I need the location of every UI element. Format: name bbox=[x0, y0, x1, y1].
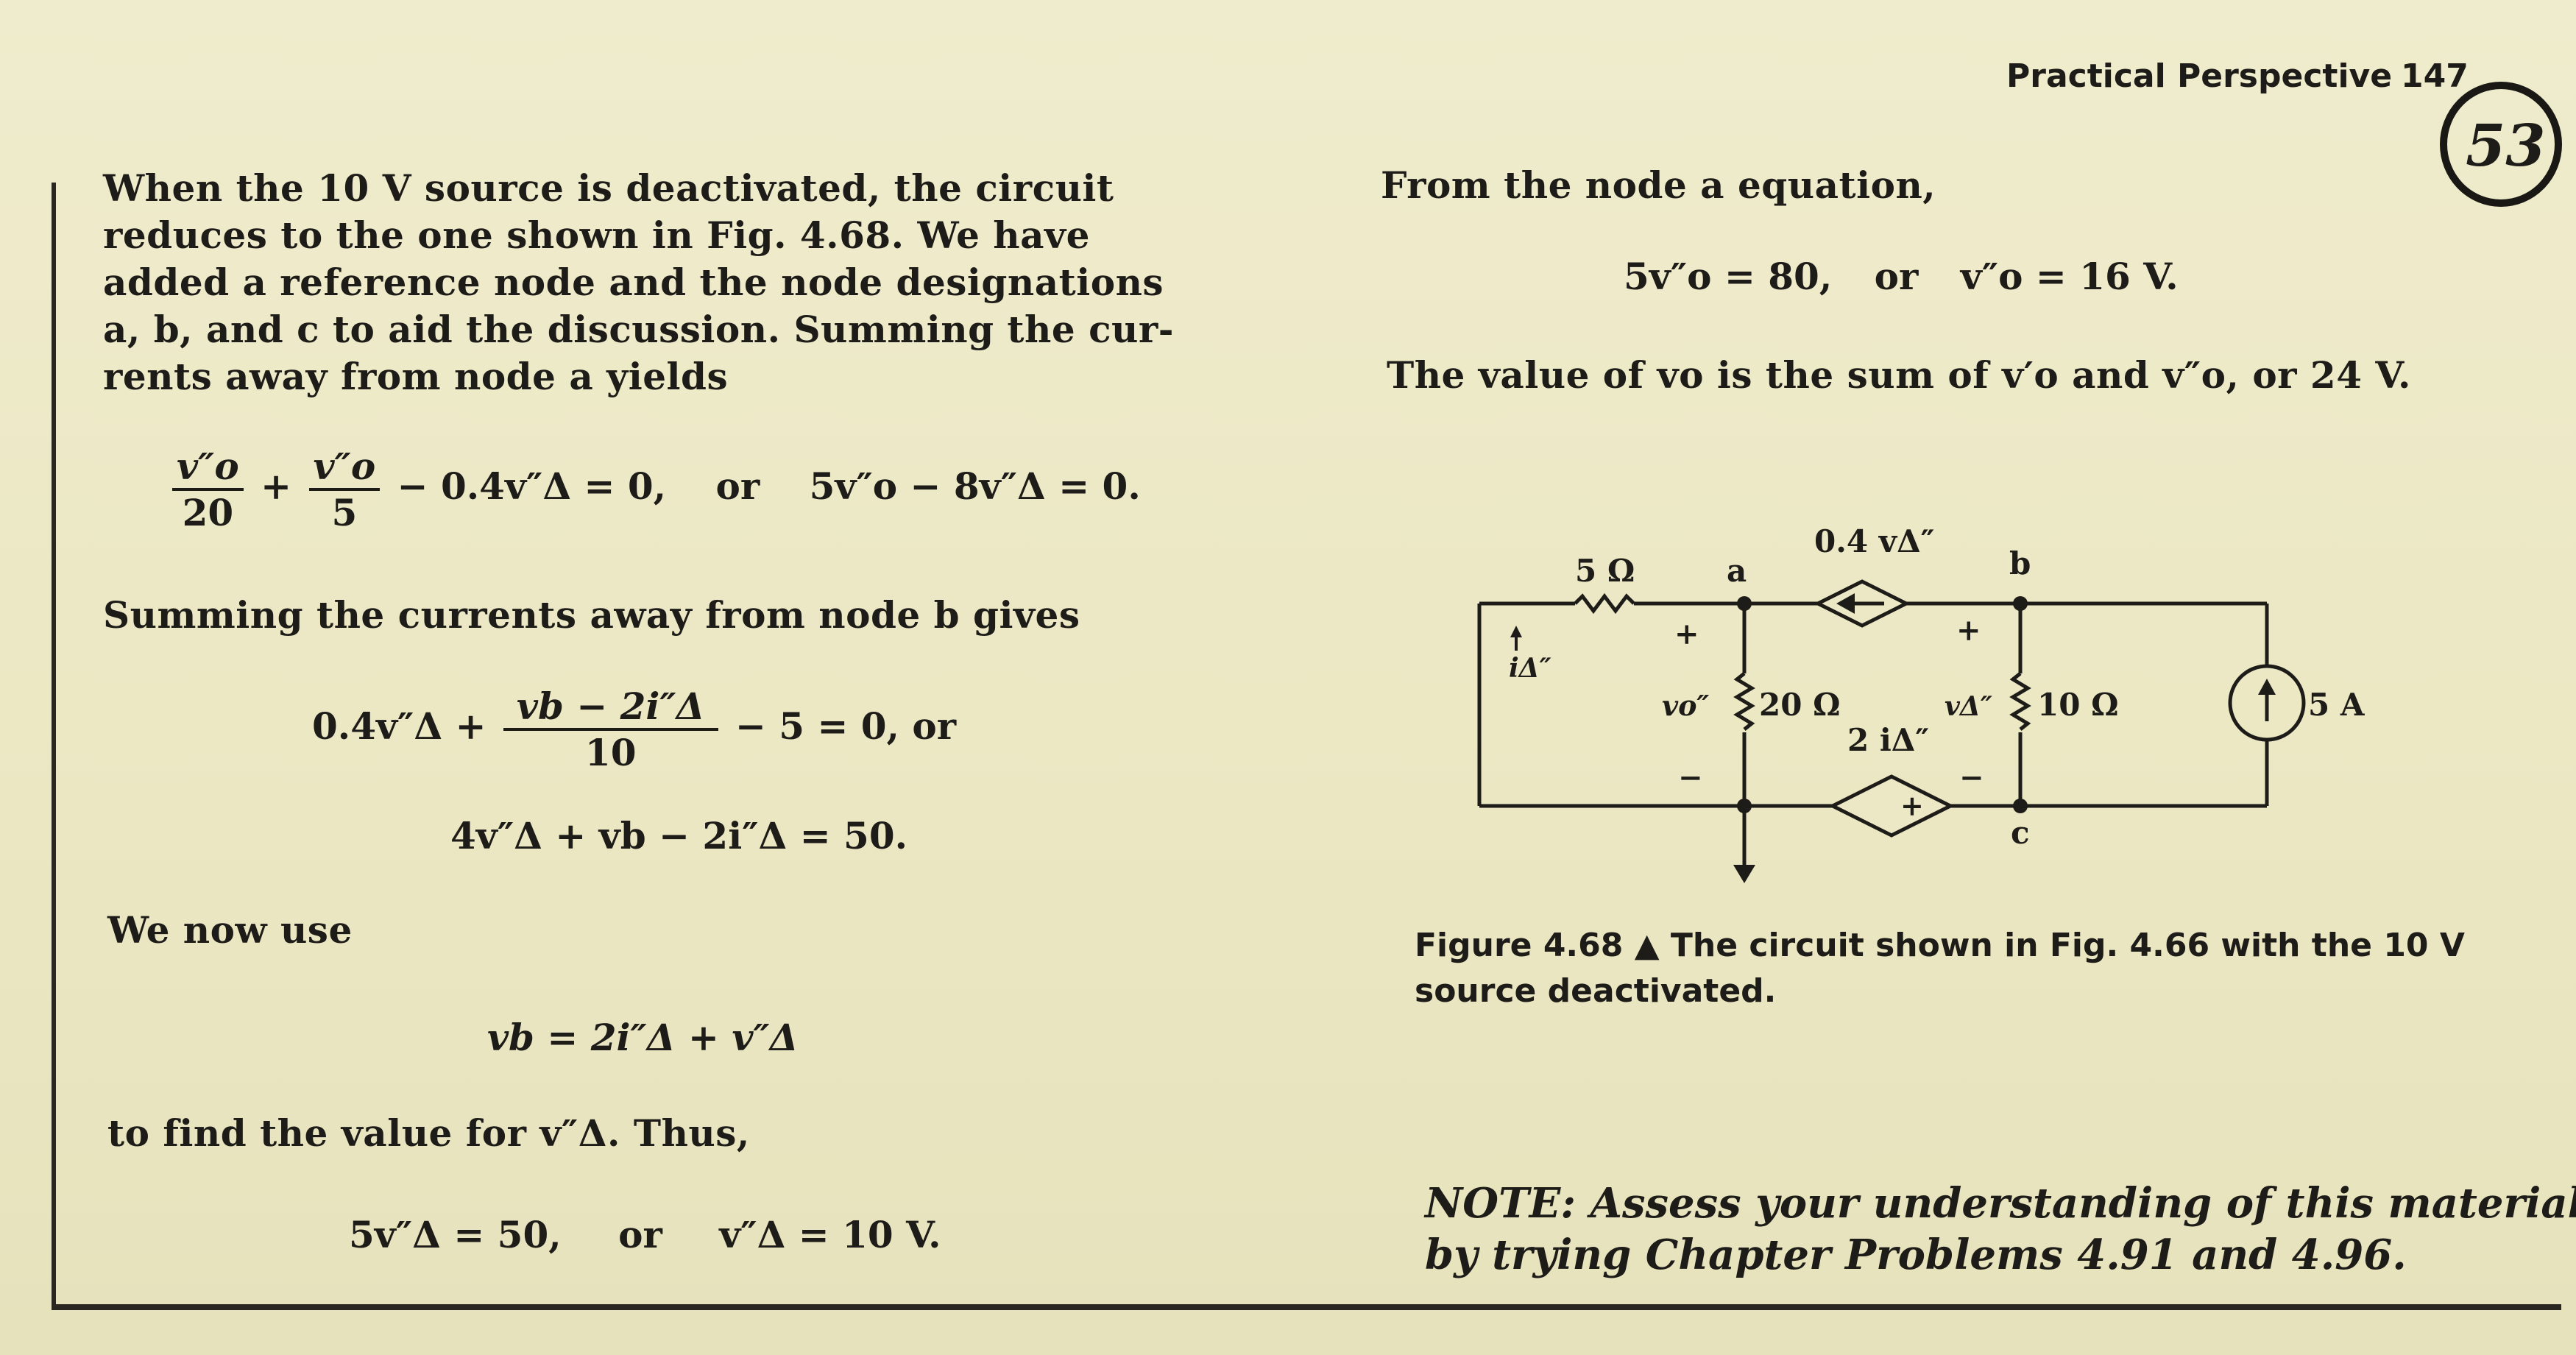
equation-4: vb = 2i″Δ + v″Δ bbox=[487, 1016, 799, 1059]
node-a-dot bbox=[1737, 596, 1752, 611]
equation-6: 5v″o = 80, or v″o = 16 V. bbox=[1624, 255, 2179, 298]
vdelta-label: vΔ″ bbox=[1945, 691, 1992, 722]
node-c-label: c bbox=[2011, 815, 2030, 851]
circuit-diagram: 5 Ω a b c 0.4 vΔ″ iΔ″ vo″ 20 Ω vΔ″ 10 Ω … bbox=[1477, 523, 2366, 883]
section-title: Practical Perspective bbox=[2006, 57, 2393, 95]
plus-sign: + bbox=[1674, 617, 1699, 651]
note-line: NOTE: Assess your understanding of this … bbox=[1425, 1179, 2576, 1228]
ground-arrow-icon bbox=[1733, 865, 1755, 883]
node-a-text: From the node a equation, bbox=[1381, 163, 1936, 207]
r20-label: 20 Ω bbox=[1759, 687, 1840, 723]
resistor-5-ohm bbox=[1574, 592, 1635, 615]
minus-sign: − bbox=[1959, 760, 1984, 795]
triangle-icon: ▲ bbox=[1634, 927, 1660, 964]
intro-paragraph: When the 10 V source is deactivated, the… bbox=[103, 165, 1174, 400]
r5-label: 5 Ω bbox=[1575, 553, 1635, 589]
we-now-use: We now use bbox=[107, 908, 353, 952]
paragraph-line: When the 10 V source is deactivated, the… bbox=[103, 166, 1114, 210]
dependent-voltage-source bbox=[1828, 774, 1955, 838]
ref-node-dot bbox=[1737, 799, 1752, 813]
minus-sign: − bbox=[1678, 760, 1703, 795]
paragraph-line: added a reference node and the node desi… bbox=[103, 261, 1164, 304]
paragraph-line: a, b, and c to aid the discussion. Summi… bbox=[103, 308, 1174, 351]
caption-line: source deactivated. bbox=[1415, 972, 1777, 1010]
paragraph-line: rents away from node a yields bbox=[103, 355, 729, 398]
caption-line: The circuit shown in Fig. 4.66 with the … bbox=[1670, 927, 2465, 964]
vo-label: vo″ bbox=[1662, 689, 1709, 722]
dep-bottom-label: 2 iΔ″ bbox=[1847, 722, 1929, 758]
sum-text: The value of vo is the sum of v′o and v″… bbox=[1387, 353, 2411, 397]
up-arrow-icon bbox=[2258, 679, 2276, 695]
equation-5: 5v″Δ = 50, or v″Δ = 10 V. bbox=[349, 1213, 941, 1256]
plus-sign: + bbox=[1956, 613, 1981, 648]
left-margin-rule bbox=[52, 183, 56, 1309]
node-b-label: b bbox=[2009, 545, 2031, 581]
dep-top-label: 0.4 vΔ″ bbox=[1814, 523, 1934, 559]
equation-3: 4v″Δ + vb − 2i″Δ = 50. bbox=[450, 814, 908, 857]
note-block: NOTE: Assess your understanding of this … bbox=[1425, 1178, 2576, 1281]
paragraph-line: reduces to the one shown in Fig. 4.68. W… bbox=[103, 213, 1090, 257]
ia-arrow-icon bbox=[1510, 626, 1522, 637]
annotation-text: 53 bbox=[2466, 113, 2546, 180]
page-number: 147 bbox=[2401, 57, 2469, 95]
figure-caption: Figure 4.68 ▲ The circuit shown in Fig. … bbox=[1415, 923, 2465, 1014]
current-arrow-icon bbox=[1836, 593, 1855, 614]
node-b-dot bbox=[2013, 596, 2028, 611]
node-b-text: Summing the currents away from node b gi… bbox=[103, 593, 1080, 637]
plus-sign: + bbox=[1900, 789, 1924, 822]
resistor-10-ohm bbox=[2009, 672, 2031, 731]
figure-label: Figure 4.68 bbox=[1415, 927, 1624, 964]
node-a-label: a bbox=[1727, 553, 1747, 589]
note-line: by trying Chapter Problems 4.91 and 4.96… bbox=[1425, 1231, 2407, 1279]
r10-label: 10 Ω bbox=[2037, 687, 2118, 723]
bottom-rule bbox=[52, 1304, 2561, 1310]
ia-label: iΔ″ bbox=[1509, 653, 1551, 684]
resistor-20-ohm bbox=[1733, 672, 1755, 731]
find-text: to find the value for v″Δ. Thus, bbox=[107, 1111, 750, 1155]
source-label: 5 A bbox=[2308, 687, 2366, 723]
node-c-dot bbox=[2013, 799, 2028, 813]
handwritten-annotation: 53 bbox=[2440, 82, 2562, 207]
